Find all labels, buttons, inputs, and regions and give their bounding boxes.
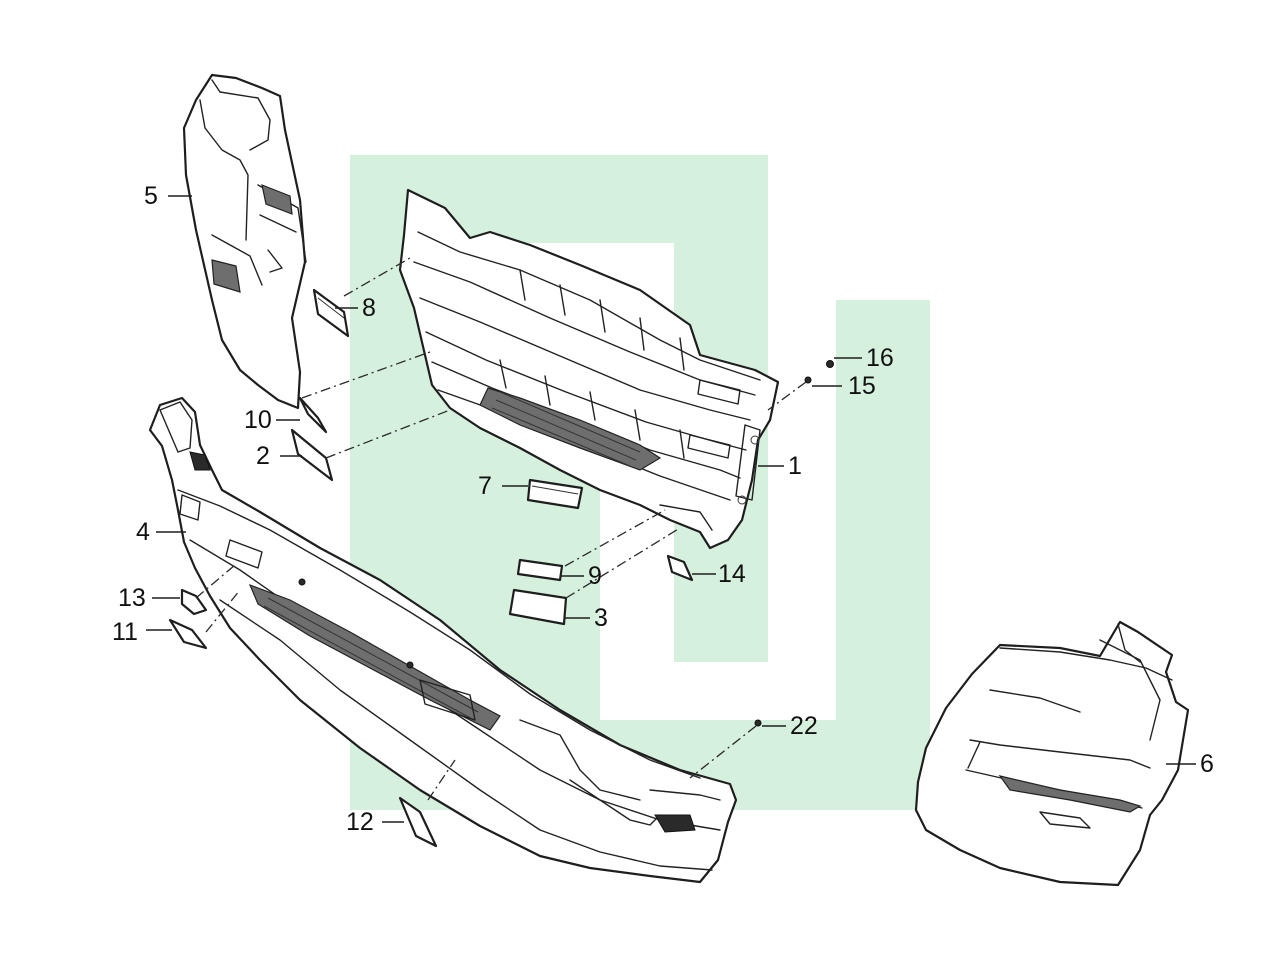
callout-22: 22 <box>790 712 818 740</box>
part-6-right-deflector <box>914 620 1190 887</box>
part-9-strip <box>516 558 564 582</box>
part-7-badge <box>526 478 584 510</box>
part-16-nut <box>826 360 834 368</box>
part-13-clip <box>180 588 208 616</box>
part-1-grille <box>398 188 780 550</box>
callout-11: 11 <box>112 618 138 646</box>
callout-12: 12 <box>346 808 374 836</box>
callout-6: 6 <box>1200 750 1214 778</box>
callout-7: 7 <box>478 472 492 500</box>
callout-14: 14 <box>718 560 746 588</box>
callout-1: 1 <box>788 452 802 480</box>
callout-13: 13 <box>118 584 146 612</box>
callout-10: 10 <box>244 406 272 434</box>
part-4-bumper <box>148 396 738 884</box>
part-3-plate <box>508 588 568 626</box>
part-11-clip <box>168 618 208 650</box>
part-12-plate <box>398 796 438 848</box>
callout-15: 15 <box>848 372 876 400</box>
part-14-bracket <box>666 554 694 582</box>
assembly-lines <box>195 257 807 801</box>
callout-2: 2 <box>256 442 270 470</box>
leader-lines <box>146 195 1196 823</box>
part-5-left-deflector <box>182 73 307 410</box>
callout-8: 8 <box>362 294 376 322</box>
part-15-washer <box>804 376 812 384</box>
part-2-plate <box>290 428 334 482</box>
part-22-screw <box>754 719 762 727</box>
part-10-clip <box>298 396 328 434</box>
callout-4: 4 <box>136 518 150 546</box>
part-8-bracket <box>312 288 350 338</box>
callout-9: 9 <box>588 562 602 590</box>
callout-3: 3 <box>594 604 608 632</box>
callout-16: 16 <box>866 344 894 372</box>
callout-labels: 5 8 10 2 4 13 11 7 9 3 14 1 16 15 22 6 1… <box>112 182 1214 836</box>
callout-5: 5 <box>144 182 158 210</box>
